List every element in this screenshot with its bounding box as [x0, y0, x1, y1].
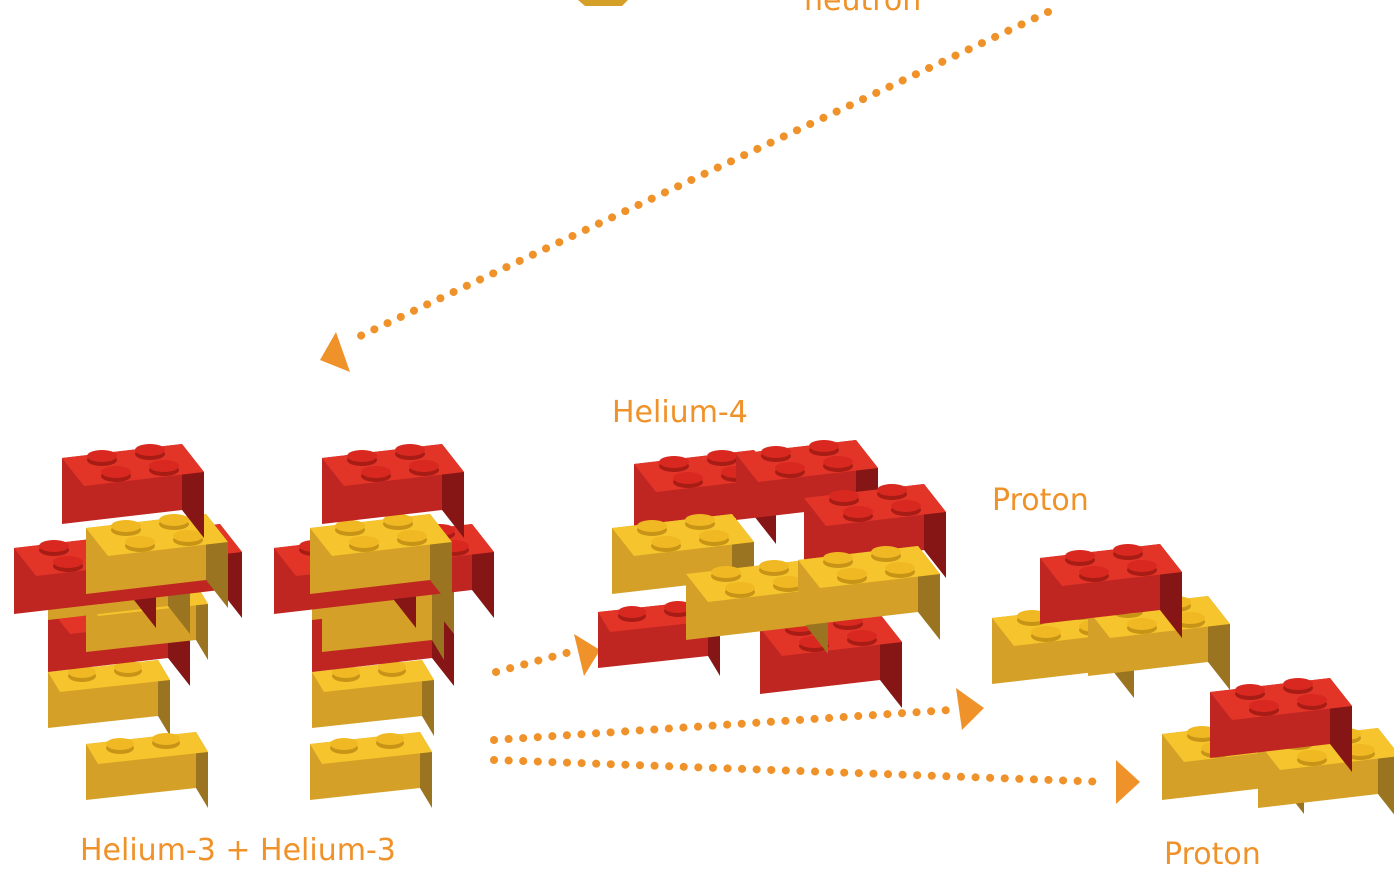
proton-top-label: Proton — [992, 483, 1089, 518]
reactants-label: Helium-3 + Helium-3 — [80, 833, 396, 868]
helium3-left-nucleus — [14, 444, 242, 808]
helium4-label: Helium-4 — [612, 395, 748, 430]
arrow-neutron-to-reactants — [320, 8, 1052, 372]
helium4-nucleus — [598, 440, 946, 708]
arrow-to-helium4 — [492, 634, 600, 676]
helium3-right-nucleus — [274, 444, 494, 808]
partial-neutron-brick — [578, 0, 628, 6]
proton-top-nucleus — [992, 544, 1230, 698]
proton-bottom-label: Proton — [1164, 837, 1261, 872]
arrow-to-proton-bottom — [490, 756, 1140, 804]
neutron-label: neutron — [804, 0, 922, 18]
proton-bottom-nucleus — [1162, 678, 1394, 822]
arrow-to-proton-top — [490, 688, 984, 744]
